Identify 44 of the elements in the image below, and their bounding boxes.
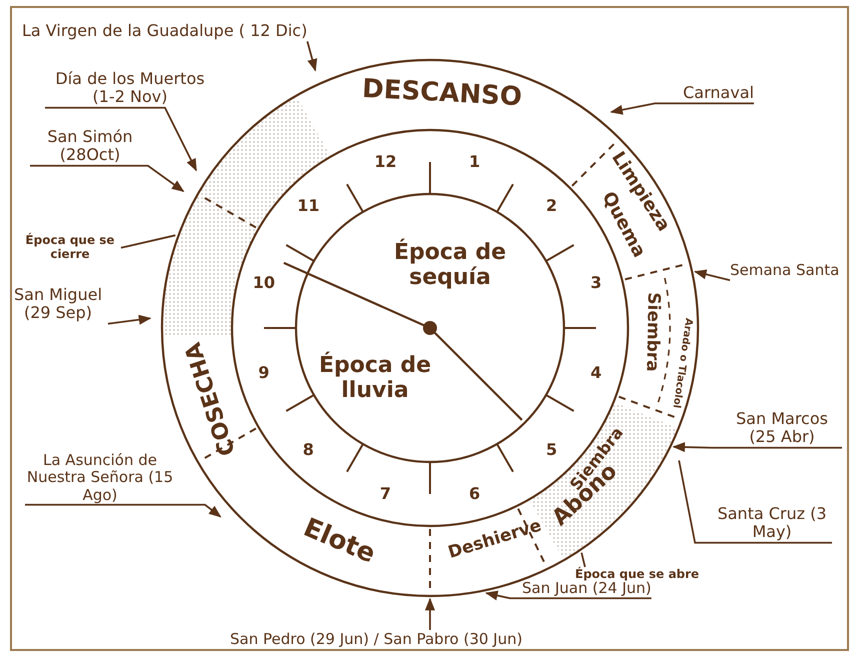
callout-label: San Pedro (29 Jun) / San Pabro (30 Jun)	[230, 631, 522, 648]
clock-number: 6	[468, 484, 480, 504]
clock-number: 7	[380, 484, 392, 504]
clock-number: 1	[468, 152, 480, 172]
activity-label: Siembra	[642, 292, 662, 372]
season-label: Época de lluvia	[310, 353, 440, 404]
clock-number: 2	[546, 197, 558, 216]
clock-number: 9	[258, 363, 270, 382]
leader-line	[120, 234, 176, 249]
leader-line	[45, 106, 198, 172]
leader-line	[678, 460, 832, 544]
clock-number: 11	[297, 197, 320, 216]
callout-label: Carnaval	[683, 84, 754, 102]
leader-line	[580, 552, 586, 568]
callout-label: Día de los Muertos (1-2 Nov)	[45, 70, 215, 107]
leader-line	[25, 504, 222, 518]
leader-line	[485, 590, 652, 600]
callout-label: San Miguel (29 Sep)	[8, 286, 108, 323]
callout-label: San Juan (24 Jun)	[522, 580, 652, 598]
activity-label: DESCANSO	[362, 75, 523, 114]
callout-label: San Simón (28Oct)	[30, 128, 150, 165]
leader-line	[108, 314, 152, 325]
leader-line	[694, 269, 730, 282]
activity-label: Elote	[298, 514, 380, 571]
callout-label: Época que se cierre	[20, 234, 120, 262]
leader-line	[672, 442, 842, 452]
callout-label: Santa Cruz (3 May)	[712, 505, 832, 542]
clock-number: 8	[302, 440, 314, 459]
clock-number: 3	[590, 274, 602, 293]
season-label: Época de sequía	[385, 240, 515, 291]
callout-label: La Asunción de Nuestra Señora (15 Ago)	[25, 452, 175, 504]
leader-line	[306, 41, 318, 72]
clock-number: 4	[590, 363, 602, 382]
callout-label: San Marcos (25 Abr)	[722, 410, 842, 447]
leader-line	[424, 598, 436, 630]
clock-number: 12	[374, 152, 397, 172]
callout-label: Época que se abre	[575, 568, 700, 582]
leader-line	[30, 164, 184, 192]
callout-label: La Virgen de la Guadalupe ( 12 Dic)	[22, 22, 308, 40]
activity-label: Arado o Tlacolol	[670, 318, 694, 410]
clock-number: 5	[546, 440, 558, 459]
callout-label: Semana Santa	[730, 262, 840, 280]
leader-line	[610, 102, 754, 115]
clock-number: 10	[252, 274, 275, 293]
